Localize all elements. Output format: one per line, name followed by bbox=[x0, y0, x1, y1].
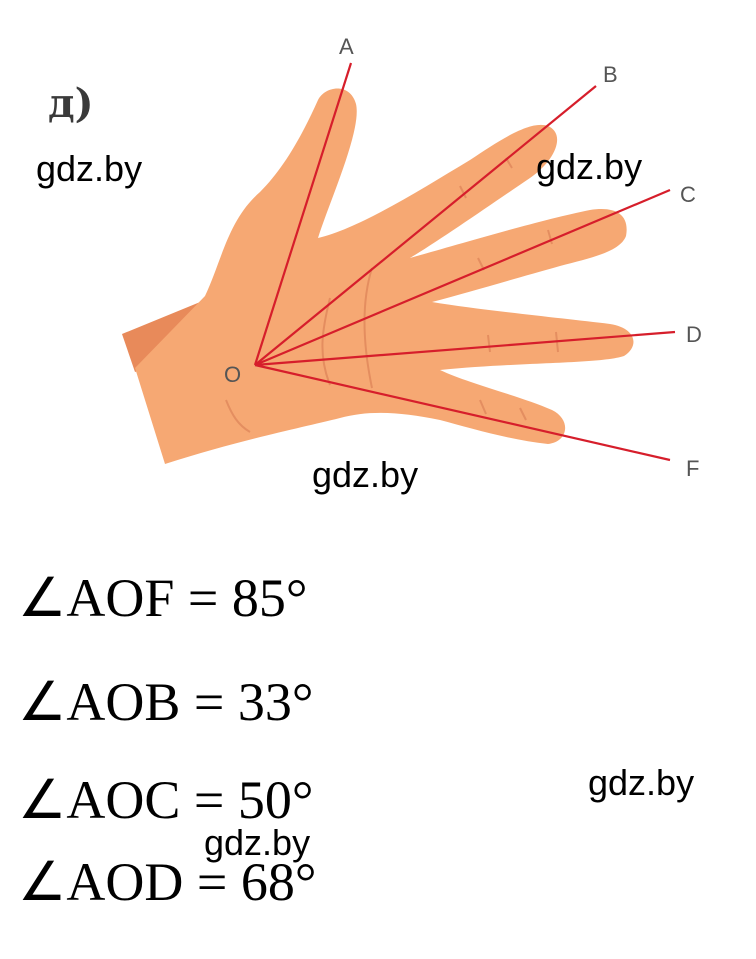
rays bbox=[253, 62, 676, 462]
watermark: gdz.by bbox=[588, 762, 695, 803]
ray-OC bbox=[254, 188, 671, 367]
hand-shape bbox=[135, 88, 634, 464]
hand-angle-figure: A B C D F O bbox=[122, 34, 702, 481]
point-label-B: B bbox=[603, 62, 618, 87]
ray-OF bbox=[254, 363, 671, 462]
angle-aof: ∠AOF = 85° bbox=[18, 568, 308, 628]
angle-aob: ∠AOB = 33° bbox=[18, 672, 314, 732]
watermark: gdz.by bbox=[36, 148, 143, 189]
ray-OD bbox=[254, 330, 676, 367]
angle-aoc: ∠AOC = 50° bbox=[18, 770, 314, 830]
watermark: gdz.by bbox=[204, 822, 311, 863]
angle-aod: ∠AOD = 68° bbox=[18, 852, 317, 912]
watermark: gdz.by bbox=[312, 454, 419, 495]
point-label-O: O bbox=[224, 362, 241, 387]
watermark: gdz.by bbox=[536, 146, 643, 187]
point-label-C: C bbox=[680, 182, 696, 207]
point-label-F: F bbox=[686, 456, 699, 481]
point-label-A: A bbox=[339, 34, 354, 59]
part-label: д) bbox=[48, 80, 94, 127]
point-label-D: D bbox=[686, 322, 702, 347]
ray-OA bbox=[253, 62, 353, 366]
ray-OB bbox=[254, 85, 597, 366]
